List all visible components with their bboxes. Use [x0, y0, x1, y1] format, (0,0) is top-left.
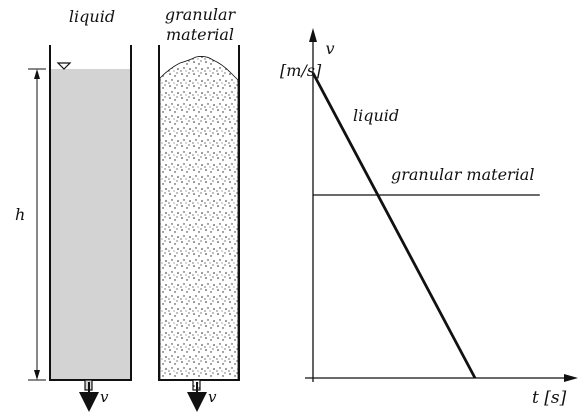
graph-granular-label: granular material — [391, 165, 534, 184]
graph-liquid-label: liquid — [353, 106, 399, 125]
liquid-fill — [51, 69, 131, 380]
liquid-tank-label: liquid — [69, 7, 115, 26]
granular-tank-label-line1: granular — [165, 5, 237, 24]
height-dimension — [28, 68, 46, 381]
granular-fill — [159, 56, 239, 381]
outflow-velocity-label-right: v — [208, 388, 217, 406]
series-liquid-line — [311, 72, 477, 379]
y-axis-arrowhead-icon — [309, 28, 317, 42]
granular-tank-label-line2: material — [166, 25, 234, 44]
velocity-time-graph — [305, 28, 578, 382]
outflow-velocity-label-left: v — [100, 388, 109, 406]
height-label: h — [15, 205, 25, 224]
y-axis-label-symbol: v — [325, 39, 334, 58]
x-axis-label: t [s] — [532, 388, 567, 408]
liquid-level-marker-icon — [56, 62, 72, 70]
liquid-tank — [49, 45, 132, 412]
x-axis-arrowhead-icon — [564, 374, 578, 382]
granular-tank — [158, 45, 240, 412]
y-axis-label-unit: [m/s] — [280, 61, 322, 80]
